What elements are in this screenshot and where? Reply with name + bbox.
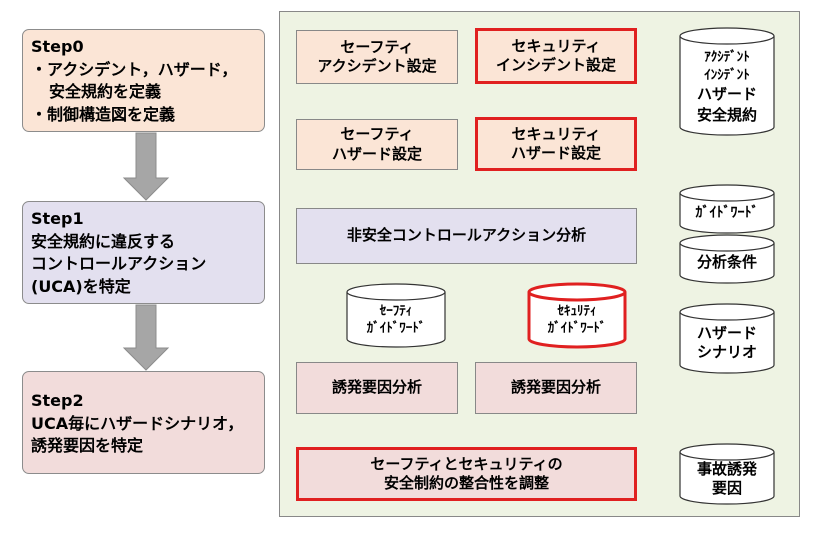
safety-guideword-line-2: ｶﾞｲﾄﾞﾜｰﾄﾞ <box>366 321 426 336</box>
hazard-scenario-cylinder <box>679 303 775 374</box>
step1-line-1: 安全規約に違反する <box>31 231 176 251</box>
accident-factors-label: 事故誘発 要因 <box>680 458 774 500</box>
hazard-scenario-line-2: シナリオ <box>696 343 757 361</box>
analysis-conditions-text: 分析条件 <box>696 253 757 272</box>
safety-guideword-line-1: ｾｰﾌﾃｨ <box>379 304 413 320</box>
safety-guideword-cylinder <box>346 283 446 348</box>
analysis-conditions-label: 分析条件 <box>680 249 774 277</box>
guideword-label: ｶﾞｲﾄﾞﾜｰﾄﾞ <box>680 199 774 227</box>
security-guideword-label: ｾｷｭﾘﾃｨ ｶﾞｲﾄﾞﾜｰﾄﾞ <box>529 300 625 342</box>
step0-line-1: ・アクシデント，ハザード， <box>31 59 238 79</box>
guideword-text: ｶﾞｲﾄﾞﾜｰﾄﾞ <box>695 204 759 221</box>
security-incident-box: セキュリティ インシデント設定 <box>475 28 637 84</box>
guideword-cylinder <box>679 184 775 234</box>
step1-line-3: (UCA)を特定 <box>31 277 131 297</box>
security-incident-line-1: セキュリティ <box>511 36 601 55</box>
factor-analysis-left-box: 誘発要因分析 <box>296 362 458 414</box>
security-guideword-line-1: ｾｷｭﾘﾃｨ <box>557 304 597 320</box>
security-guideword-line-2: ｶﾞｲﾄﾞﾜｰﾄﾞ <box>547 321 607 336</box>
consistency-line-1: セーフティとセキュリティの <box>370 454 563 473</box>
consistency-line-2: 安全制約の整合性を調整 <box>383 474 549 492</box>
step0-line-2: 安全規約を定義 <box>49 82 162 102</box>
analysis-conditions-cylinder <box>679 234 775 284</box>
step1-box: Step1 安全規約に違反する コントロールアクション (UCA)を特定 <box>22 201 265 304</box>
safety-accident-box: セーフティ アクシデント設定 <box>296 30 458 84</box>
hazard-scenario-line-1: ハザード <box>696 323 757 342</box>
step0-box: Step0 ・アクシデント，ハザード， 安全規約を定義 ・制御構造図を定義 <box>22 29 265 132</box>
step2-line-2: 誘発要因を特定 <box>31 436 144 456</box>
uca-analysis-label: 非安全コントロールアクション分析 <box>346 226 587 245</box>
factor-analysis-right-label: 誘発要因分析 <box>510 378 601 397</box>
step1-title: Step1 <box>31 209 84 228</box>
step0-to-step1-arrow <box>122 132 170 201</box>
safety-hazard-line-1: セーフティ <box>340 125 414 144</box>
step0-title: Step0 <box>31 37 84 56</box>
uca-analysis-box: 非安全コントロールアクション分析 <box>296 208 637 264</box>
factor-analysis-right-box: 誘発要因分析 <box>475 362 637 414</box>
inputs-cylinder <box>679 27 775 136</box>
accident-factors-cylinder <box>679 443 775 505</box>
safety-guideword-label: ｾｰﾌﾃｨ ｶﾞｲﾄﾞﾜｰﾄﾞ <box>347 300 445 342</box>
step2-box: Step2 UCA毎にハザードシナリオ， 誘発要因を特定 <box>22 371 265 474</box>
security-guideword-cylinder <box>527 282 627 349</box>
safety-hazard-line-2: ハザード設定 <box>331 144 422 163</box>
inputs-line-2: ｲﾝｼﾃﾞﾝﾄ <box>704 67 750 83</box>
step2-title: Step2 <box>31 391 84 410</box>
inputs-cylinder-label: ｱｸｼﾃﾞﾝﾄ ｲﾝｼﾃﾞﾝﾄ ハザード 安全規約 <box>680 44 774 130</box>
hazard-scenario-label: ハザード シナリオ <box>680 318 774 368</box>
safety-accident-line-1: セーフティ <box>340 37 414 56</box>
security-incident-line-2: インシデント設定 <box>495 56 616 74</box>
accident-factors-line-2: 要因 <box>711 479 742 497</box>
security-hazard-line-2: ハザード設定 <box>510 144 601 162</box>
factor-analysis-left-label: 誘発要因分析 <box>331 378 422 397</box>
safety-accident-line-2: アクシデント設定 <box>317 57 437 75</box>
consistency-box: セーフティとセキュリティの 安全制約の整合性を調整 <box>296 447 637 501</box>
step2-line-1: UCA毎にハザードシナリオ， <box>31 413 244 433</box>
step1-line-2: コントロールアクション <box>31 254 207 274</box>
security-hazard-line-1: セキュリティ <box>511 124 601 143</box>
inputs-line-1: ｱｸｼﾃﾞﾝﾄ <box>704 50 750 66</box>
step0-line-3: ・制御構造図を定義 <box>31 105 176 125</box>
step1-to-step2-arrow <box>122 304 170 371</box>
inputs-line-3: ハザード <box>696 85 757 104</box>
accident-factors-line-1: 事故誘発 <box>696 459 757 478</box>
security-hazard-box: セキュリティ ハザード設定 <box>475 117 637 171</box>
inputs-line-4: 安全規約 <box>696 105 757 124</box>
safety-hazard-box: セーフティ ハザード設定 <box>296 119 458 170</box>
